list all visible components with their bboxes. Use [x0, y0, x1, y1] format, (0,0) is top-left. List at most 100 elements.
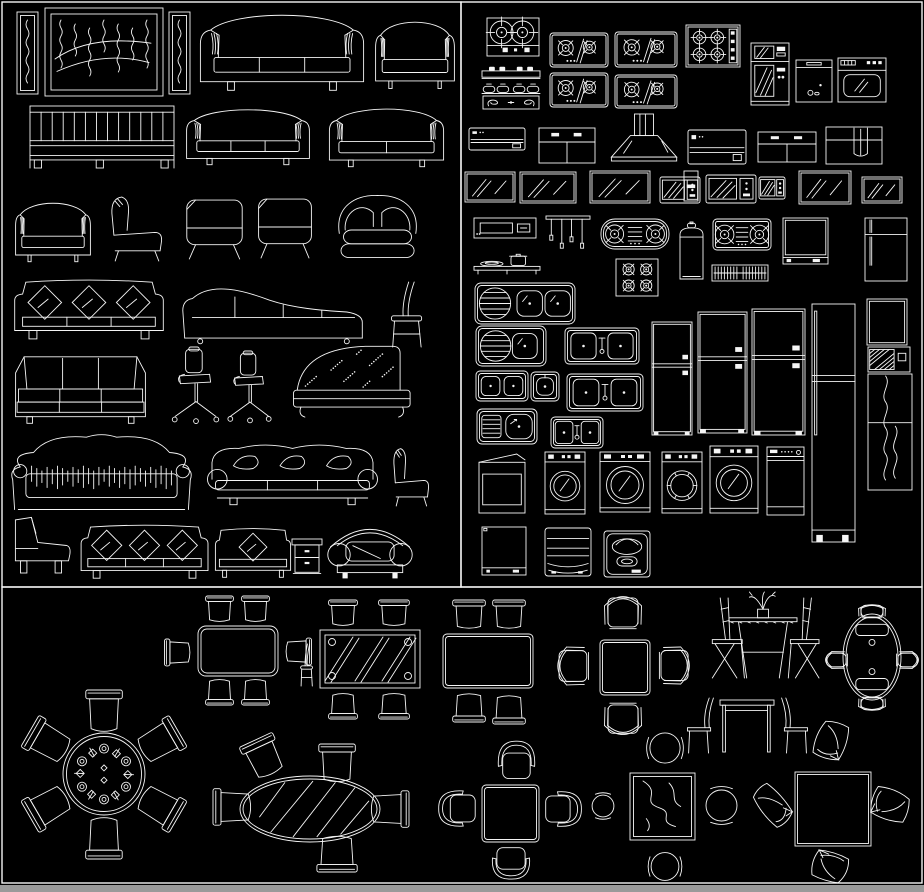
mirror-d[interactable]	[861, 176, 903, 204]
chair-a1[interactable]	[205, 595, 234, 622]
chair-g4[interactable]	[858, 696, 886, 711]
fridge-tall-handle[interactable]	[811, 303, 856, 543]
pillow-chair-top[interactable]	[811, 718, 852, 764]
sofa-2seat-front[interactable]	[328, 108, 445, 168]
chair-f1[interactable]	[604, 596, 642, 630]
side-chair-left[interactable]	[687, 697, 714, 754]
washer-front-b[interactable]	[599, 451, 651, 513]
dining-chair-side[interactable]	[391, 281, 423, 348]
decor-panel-left[interactable]	[16, 11, 39, 95]
cooktop-2b-plan-b[interactable]	[712, 218, 772, 251]
stool-bottom[interactable]	[647, 852, 683, 881]
pillow-chair-left[interactable]	[749, 781, 795, 830]
microwave-b[interactable]	[705, 174, 757, 204]
gas-cylinder[interactable]	[679, 221, 704, 280]
dining-table-oval[interactable]	[239, 775, 381, 843]
fridge-top-right[interactable]	[864, 217, 908, 282]
sink-double-faucet-b[interactable]	[566, 373, 644, 412]
mirror-b[interactable]	[519, 171, 577, 204]
chair-d2[interactable]	[378, 599, 410, 626]
pillow-loveseat[interactable]	[214, 528, 292, 578]
decor-scrolls[interactable]	[482, 95, 540, 110]
washer-front-c[interactable]	[661, 451, 703, 514]
armchair-side-b[interactable]	[393, 448, 429, 507]
bistro-chair-left[interactable]	[711, 597, 745, 679]
burner-caps-row[interactable]	[481, 83, 541, 94]
chair-e2[interactable]	[492, 599, 526, 629]
vent-grille[interactable]	[711, 264, 769, 282]
chair-e1[interactable]	[452, 599, 486, 629]
chair-h2[interactable]	[438, 790, 476, 827]
glass-cooktop-b[interactable]	[614, 31, 678, 68]
side-chair-right[interactable]	[781, 697, 808, 754]
armchair-front-b[interactable]	[15, 202, 91, 263]
office-chair-a[interactable]	[171, 346, 220, 424]
chair-h4[interactable]	[491, 847, 531, 880]
chair-b6[interactable]	[21, 715, 75, 767]
sink-drainboard-double[interactable]	[474, 282, 576, 325]
slim-hood[interactable]	[481, 66, 541, 80]
dining-table-rect[interactable]	[197, 625, 279, 677]
dishwasher-tall[interactable]	[766, 446, 805, 516]
sink-single[interactable]	[530, 371, 560, 402]
chaise-longue[interactable]	[182, 288, 363, 345]
dishwasher-front[interactable]	[795, 59, 833, 103]
ac-split-b[interactable]	[687, 129, 747, 165]
chair-c3[interactable]	[370, 790, 410, 828]
table-oval-vertical[interactable]	[842, 613, 902, 701]
chair-b2[interactable]	[133, 715, 187, 767]
ac-split-a[interactable]	[468, 127, 526, 151]
plush-armchair[interactable]	[338, 195, 417, 259]
mirror-c[interactable]	[589, 170, 651, 204]
fridge-a[interactable]	[651, 321, 693, 436]
armchair-front-c[interactable]	[186, 199, 243, 260]
chair-a5[interactable]	[164, 638, 191, 667]
sofa-3seat-front-b[interactable]	[186, 109, 310, 166]
dining-table-round[interactable]	[62, 732, 146, 816]
washer-toploader-front[interactable]	[544, 527, 592, 577]
chaise-dotted[interactable]	[293, 345, 411, 418]
sink-drainboard-single[interactable]	[475, 325, 547, 367]
fridge-b[interactable]	[697, 311, 748, 434]
club-armchair[interactable]	[327, 528, 413, 579]
stool-left[interactable]	[591, 792, 615, 820]
table-square-c[interactable]	[481, 784, 540, 843]
mini-chair-side[interactable]	[300, 643, 313, 687]
chair-f3[interactable]	[658, 646, 690, 685]
table-square-b[interactable]	[599, 639, 651, 696]
table-decor-squiggle[interactable]	[629, 772, 696, 841]
table-square-a[interactable]	[442, 633, 534, 689]
oven-microwave-stack[interactable]	[750, 42, 790, 106]
armchair-side-a[interactable]	[111, 196, 163, 262]
chair-c1[interactable]	[239, 732, 288, 782]
fridge-c[interactable]	[751, 308, 806, 436]
chair-b5[interactable]	[21, 780, 75, 833]
chair-b3[interactable]	[133, 781, 187, 833]
cushion-sofa[interactable]	[207, 444, 378, 506]
pillow-sofa-b[interactable]	[80, 524, 209, 579]
kitchen-cabinet-a[interactable]	[538, 127, 596, 164]
small-table-elev[interactable]	[719, 699, 775, 753]
sink-grille-bowl[interactable]	[476, 408, 538, 445]
square-oven[interactable]	[782, 217, 829, 265]
stool-top[interactable]	[646, 732, 684, 764]
chair-d3[interactable]	[328, 693, 358, 720]
wall-drawer-unit[interactable]	[473, 217, 537, 239]
cooktop-2b-plan-round[interactable]	[600, 218, 670, 250]
chair-b1[interactable]	[85, 689, 123, 732]
chair-e3[interactable]	[452, 693, 486, 723]
stove-pot-set[interactable]	[473, 253, 541, 275]
cooktop-4b-small[interactable]	[615, 258, 659, 297]
dishwasher-box[interactable]	[481, 526, 527, 576]
chair-a4[interactable]	[241, 679, 270, 706]
chair-h3[interactable]	[545, 791, 582, 827]
glass-cooktop-a[interactable]	[549, 32, 609, 68]
bistro-table-plant[interactable]	[728, 591, 798, 679]
cooktop-2burner-front[interactable]	[485, 16, 540, 57]
chair-h1[interactable]	[497, 740, 536, 780]
stool-right[interactable]	[705, 786, 738, 825]
side-table[interactable]	[291, 538, 323, 574]
chair-e4[interactable]	[492, 695, 526, 725]
sofa-3seat-front-c[interactable]	[15, 356, 146, 424]
